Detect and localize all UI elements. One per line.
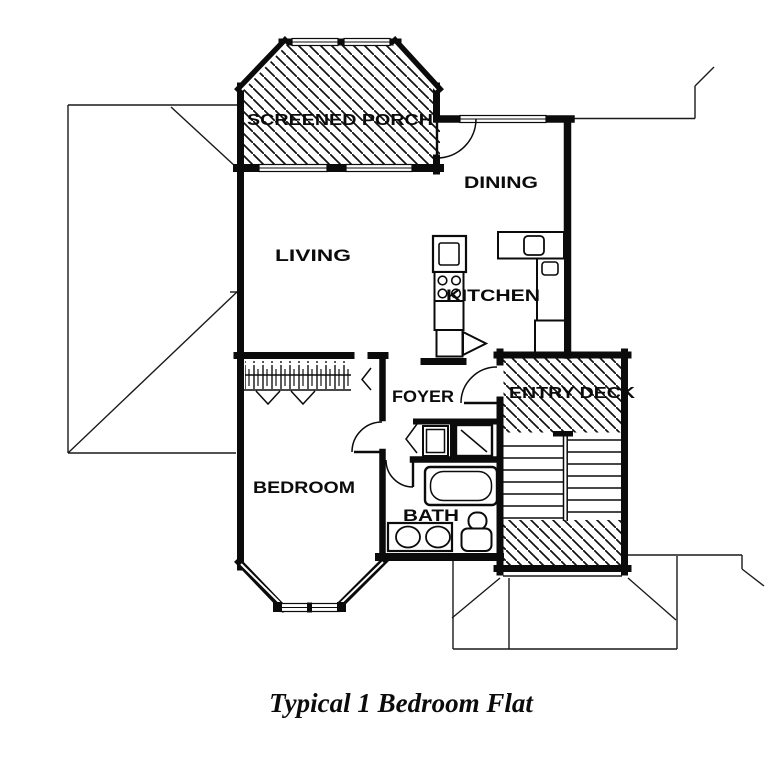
label-kitchen: KITCHEN (446, 287, 540, 305)
bay-window-mullion (307, 602, 312, 613)
bathtub-inner (429, 470, 493, 502)
label-foyer: FOYER (392, 388, 454, 406)
entry-door-arc (460, 366, 498, 404)
room-entry-deck (493, 348, 632, 576)
toilet-tank (467, 511, 488, 531)
label-bedroom: BEDROOM (253, 479, 355, 497)
stair-rail (562, 434, 568, 521)
entry-deck-hatch (503, 358, 622, 433)
stair-treads-right (567, 439, 622, 513)
foyer-closet-bifold (405, 423, 418, 454)
porch-screen-mullions (241, 43, 437, 91)
toilet-bowl (460, 527, 493, 552)
bath-door-arc (385, 459, 414, 488)
refrigerator-inner (438, 242, 460, 266)
room-screened-porch (234, 36, 444, 175)
stove-burner (450, 275, 462, 286)
room-bedroom (234, 354, 389, 613)
label-screened-porch: SCREENED PORCH (247, 112, 433, 129)
mechanical-closet-diagonal (460, 429, 488, 453)
vanity-sink (395, 525, 421, 549)
stair-newel (553, 431, 573, 437)
stove-burner (450, 288, 462, 299)
plan-caption: Typical 1 Bedroom Flat (269, 688, 534, 718)
label-dining: DINING (464, 174, 538, 192)
room-bath (375, 459, 504, 561)
bay-corner-post (273, 602, 282, 612)
porch-screen-hatch (237, 44, 440, 165)
bay-window-glass-lines (240, 561, 384, 607)
stove-burner (437, 288, 448, 299)
stove-burner (437, 275, 448, 286)
foyer-closet-door-panel (425, 428, 446, 454)
label-entry-deck: ENTRY DECK (509, 385, 636, 402)
label-living: LIVING (275, 247, 351, 265)
roof-outlines (67, 66, 765, 650)
deck-walls (493, 348, 632, 576)
bay-corner-post (337, 602, 346, 612)
staircase (503, 431, 622, 521)
kitchen-sink (523, 235, 545, 256)
kitchen-cabinet (433, 300, 465, 331)
porch-walls (234, 36, 444, 175)
vanity-sink (425, 525, 451, 549)
labels: SCREENED PORCH DINING LIVING KITCHEN FOY… (247, 112, 636, 718)
room-living (233, 162, 444, 571)
room-kitchen (431, 231, 566, 358)
closet-bifold-doors (255, 390, 316, 406)
foyer-north-walls (233, 352, 467, 365)
bedroom-door-arc (351, 421, 383, 453)
label-bath: BATH (403, 507, 459, 525)
kitchen-pantry-cabinet (534, 319, 566, 358)
deck-lower-hatch (503, 520, 622, 565)
stair-treads-left (503, 445, 563, 519)
hall-closet-bifold (361, 367, 372, 391)
kitchen-angled-counter (462, 330, 489, 357)
room-dining (433, 114, 575, 359)
porch-dining-door-arc (436, 118, 477, 159)
kitchen-corner-cabinet (435, 329, 464, 358)
kitchen-sink-small (541, 261, 559, 276)
